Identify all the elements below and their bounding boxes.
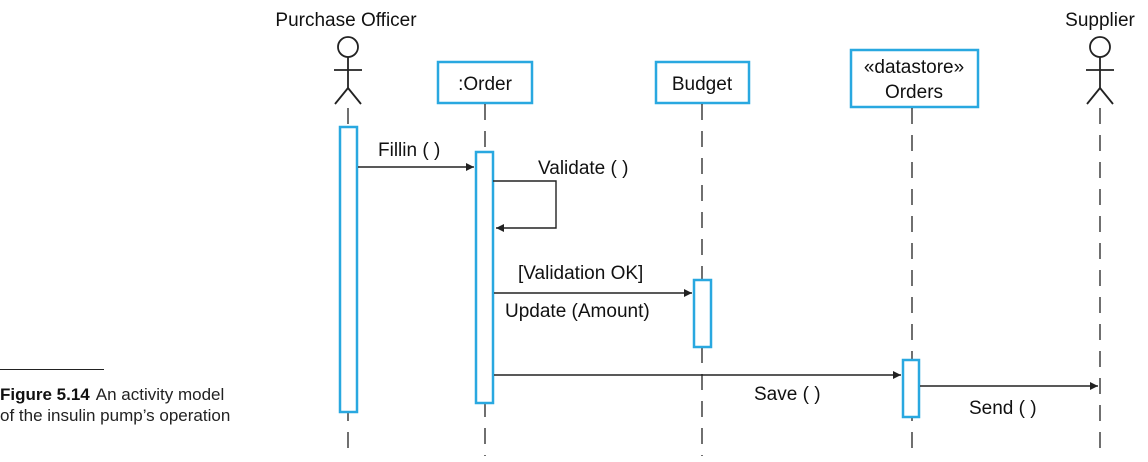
actor-supplier-label: Supplier <box>1065 10 1135 31</box>
activation-budget <box>692 278 713 349</box>
activation-order <box>474 150 495 405</box>
message-update-label: Update (Amount) <box>505 301 650 322</box>
actor-supplier: Supplier <box>1065 10 1136 105</box>
object-budget: Budget <box>654 60 751 105</box>
object-budget-label: Budget <box>672 74 733 95</box>
message-validate-arrow <box>493 180 557 232</box>
figure-id: Figure 5.14 <box>0 385 90 404</box>
object-order: :Order <box>436 60 534 105</box>
caption-rule <box>0 369 104 370</box>
object-orders-stereotype: «datastore» <box>864 57 964 78</box>
activation-orders <box>901 358 921 419</box>
message-validate-label: Validate ( ) <box>538 158 628 179</box>
object-order-box <box>436 60 534 105</box>
figure-caption-text: An activity model of the insulin pump’s … <box>0 385 231 425</box>
stick-figure-icon <box>334 36 362 105</box>
object-budget-box <box>654 60 751 105</box>
object-orders-label: Orders <box>885 82 943 103</box>
object-orders-datastore: «datastore» Orders <box>849 48 980 109</box>
activation-purchase-officer <box>338 125 359 414</box>
message-fillin-label: Fillin ( ) <box>378 140 440 161</box>
message-save-label: Save ( ) <box>754 384 821 405</box>
message-guard-label: [Validation OK] <box>518 263 643 284</box>
message-send-label: Send ( ) <box>969 398 1037 419</box>
object-order-label: :Order <box>458 74 513 95</box>
stick-figure-icon <box>1086 36 1114 105</box>
actor-purchase-officer: Purchase Officer <box>275 10 417 105</box>
object-orders-box <box>849 48 980 109</box>
actor-purchase-officer-label: Purchase Officer <box>275 10 417 31</box>
